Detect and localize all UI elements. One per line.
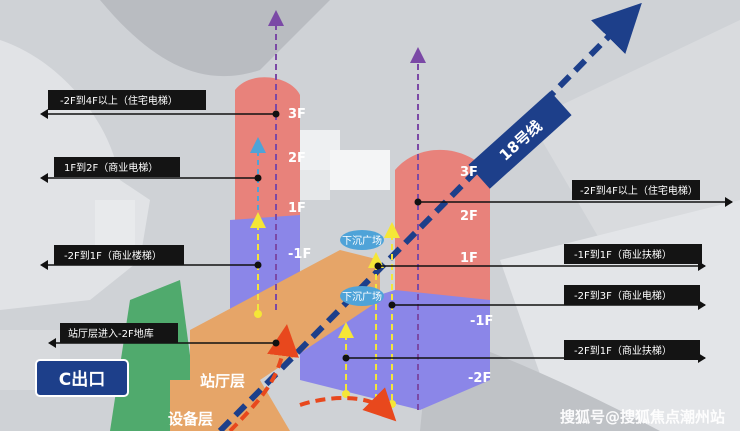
red-route-arrow-2 xyxy=(299,387,397,422)
right-callout-4-text: -2F到1F（商业扶梯） xyxy=(574,344,672,357)
sunken-plaza-1: 下沉广场 xyxy=(340,230,384,250)
left-floor-2f: 2F xyxy=(288,151,306,166)
right-floor-3f: 3F xyxy=(460,165,478,180)
right-callout-3: -2F到3F（商业电梯） xyxy=(388,285,706,310)
left-callout-2-text: 1F到2F（商业电梯） xyxy=(64,161,158,174)
right-callout-4: -2F到1F（商业扶梯） xyxy=(342,340,706,363)
right-floor-b1f: -1F xyxy=(470,314,493,329)
left-callout-3-text: -2F到1F（商业楼梯） xyxy=(64,249,162,262)
metro-line-18 xyxy=(217,2,642,431)
right-floor-b2f: -2F xyxy=(468,371,491,386)
right-callout-1: -2F到4F以上（住宅电梯） xyxy=(414,180,733,207)
c-exit-label: C出口 xyxy=(59,369,105,390)
right-callout-2: -1F到1F（商业扶梯） xyxy=(374,244,706,271)
c-exit-badge: C出口 xyxy=(35,359,129,397)
plaza-label-1: 下沉广场 xyxy=(342,234,382,247)
zone-equipment: 设备层 xyxy=(168,410,213,428)
zone-concourse: 站厅层 xyxy=(200,372,245,390)
right-floor-2f: 2F xyxy=(460,209,478,224)
watermark: 搜狐号@搜狐焦点潮州站 xyxy=(560,408,725,426)
left-callout-2: 1F到2F（商业电梯） xyxy=(40,157,262,183)
right-callouts: -2F到4F以上（住宅电梯） -1F到1F（商业扶梯） -2F到3F（商业电梯）… xyxy=(342,180,733,363)
left-floor-3f: 3F xyxy=(288,107,306,122)
left-floor-1f: 1F xyxy=(288,201,306,216)
left-callouts: -2F到4F以上（住宅电梯） 1F到2F（商业电梯） -2F到1F（商业楼梯） … xyxy=(40,90,280,348)
right-floor-labels: 3F 2F 1F -1F -2F xyxy=(460,165,493,386)
red-route-arrow xyxy=(228,324,299,431)
right-floor-1f: 1F xyxy=(460,251,478,266)
left-callout-3: -2F到1F（商业楼梯） xyxy=(40,245,262,270)
left-floor-labels: 3F 2F 1F -1F xyxy=(288,107,311,262)
left-callout-1: -2F到4F以上（住宅电梯） xyxy=(40,90,280,119)
sunken-plaza-2: 下沉广场 xyxy=(340,286,384,306)
left-callout-4: 站厅层进入-2F地库 xyxy=(48,323,280,348)
right-callout-3-text: -2F到3F（商业电梯） xyxy=(574,289,672,302)
plaza-label-2: 下沉广场 xyxy=(342,290,382,303)
left-callout-4-text: 站厅层进入-2F地库 xyxy=(68,327,154,340)
right-callout-1-text: -2F到4F以上（住宅电梯） xyxy=(580,184,698,197)
right-callout-2-text: -1F到1F（商业扶梯） xyxy=(574,248,672,261)
left-floor-b1f: -1F xyxy=(288,247,311,262)
left-callout-1-text: -2F到4F以上（住宅电梯） xyxy=(60,94,178,107)
